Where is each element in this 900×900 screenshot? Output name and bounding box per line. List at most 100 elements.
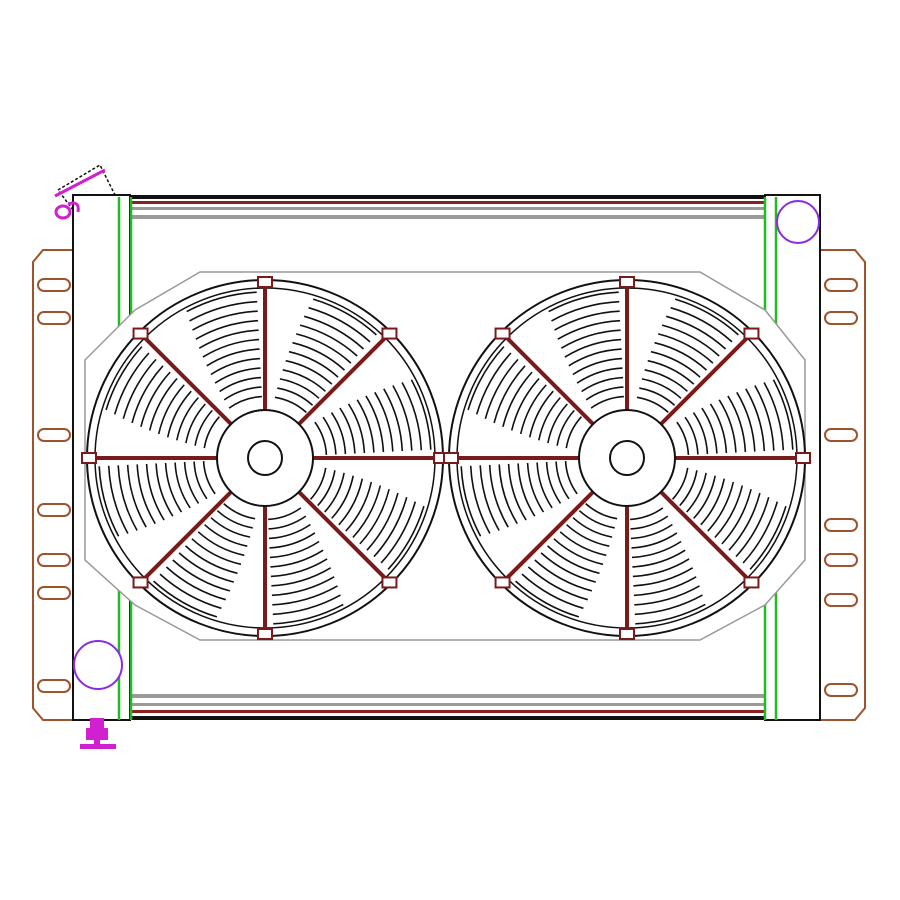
fan-mount-tab	[132, 576, 149, 589]
fan-blade-arc	[359, 489, 390, 545]
fan-blade-arc	[467, 346, 505, 411]
fan-blade-arc	[528, 390, 554, 438]
fan-blade-arc	[153, 580, 218, 618]
fan-blade-arc	[308, 306, 371, 343]
fan-blade-arc	[268, 507, 302, 521]
fan-blade-arc	[184, 545, 238, 575]
fan-blade-arc	[191, 538, 242, 566]
fan-blade-arc	[195, 319, 259, 340]
fan-blade-arc	[219, 376, 262, 393]
fan-blade-arc	[270, 558, 328, 578]
fan-blade-arc	[159, 573, 222, 610]
inlet-port-icon	[776, 200, 820, 244]
fan-blade-arc	[559, 531, 607, 557]
fan-blade-arc	[672, 467, 689, 500]
fan-blade-arc	[556, 409, 575, 446]
fan-blade-arc	[345, 481, 373, 532]
fan-motor-shaft	[247, 440, 283, 476]
fan-blade-arc	[347, 403, 366, 454]
fan-blade-arc	[204, 524, 248, 547]
bracket-slot	[824, 553, 858, 567]
fan-blade-arc	[568, 348, 622, 367]
fan-spoke	[297, 490, 391, 584]
fan-mount-tab	[381, 576, 398, 589]
fan-blade-arc	[633, 576, 697, 597]
fan-blade-arc	[324, 472, 345, 513]
fan-blade-arc	[557, 319, 621, 340]
fan-spoke	[501, 332, 595, 426]
fan-blade-arc	[216, 510, 253, 529]
fan-blade-arc	[401, 382, 423, 451]
seal-lines	[117, 197, 778, 720]
fan-blade-arc	[545, 461, 562, 504]
fan-mount-tab	[743, 576, 760, 589]
fan-blade-arc	[164, 462, 183, 513]
fan-blade-arc	[202, 461, 216, 495]
fan-blade-arc	[210, 357, 261, 376]
fan-blade-arc	[632, 558, 690, 578]
fan-blade-arc	[117, 465, 138, 531]
fan-mount-tab	[619, 628, 635, 640]
fan-blade-arc	[131, 365, 164, 424]
fan-blade-arc	[510, 377, 540, 431]
fan-blade-arc	[475, 352, 512, 415]
fan-blade-arc	[493, 365, 526, 424]
fan-blade-arc	[661, 324, 720, 357]
fan-blade-arc	[521, 573, 584, 610]
fan-blade-arc	[772, 379, 794, 450]
fan-blade-arc	[555, 461, 570, 500]
fan-blade-arc	[214, 367, 261, 384]
fan-blade-arc	[277, 387, 314, 406]
drain-petcock-icon	[80, 718, 116, 749]
fan-blade-arc	[165, 566, 227, 601]
fan-blade-arc	[203, 416, 220, 449]
fan-blade-arc	[635, 603, 706, 625]
fan-blade-arc	[630, 523, 673, 540]
fan-blade-arc	[373, 496, 408, 558]
fan-spoke	[297, 332, 391, 426]
left-mount-bracket	[32, 249, 73, 721]
fan-blade-arc	[155, 463, 174, 517]
fan-blade-arc	[282, 369, 326, 392]
fan-spoke	[139, 332, 233, 426]
fan-blade-arc	[387, 505, 425, 570]
radiator-cap-icon	[54, 163, 116, 220]
fan-blade-arc	[469, 465, 491, 534]
fan-blade-arc	[338, 478, 364, 526]
fan-blade-arc	[714, 485, 744, 539]
fan-blade-arc	[572, 357, 623, 376]
fan-blade-arc	[303, 315, 365, 350]
fan-spoke	[659, 490, 753, 584]
right-mount-bracket	[820, 249, 866, 721]
fan-blade-arc	[709, 403, 728, 454]
fan-blade-arc	[693, 475, 716, 519]
fan-blade-arc	[356, 399, 375, 453]
bracket-slot	[824, 428, 858, 442]
fan-blade-arc	[223, 503, 256, 520]
fan-spoke	[659, 332, 753, 426]
fan-mount-tab	[81, 452, 97, 464]
core-bottom-bar	[130, 694, 765, 720]
fan-blade-arc	[269, 532, 316, 549]
fan-blade-arc	[330, 412, 347, 455]
fan-blade-arc	[172, 559, 231, 592]
fan-mount-tab	[257, 628, 273, 640]
fan-blade-arc	[553, 538, 604, 566]
fan-blade-arc	[126, 464, 147, 528]
bracket-slot	[37, 553, 71, 567]
fan-blade-arc	[665, 315, 727, 350]
bracket-slot	[37, 503, 71, 517]
fan-blade-arc	[176, 397, 199, 441]
fan-blade-arc	[365, 395, 385, 453]
fan-blade-arc	[271, 576, 335, 597]
fan-blade-arc	[192, 310, 258, 331]
fan-blade-arc	[745, 388, 766, 452]
fan-blade-arc	[634, 594, 703, 616]
fan-blade-arc	[194, 409, 213, 446]
fan-blade-arc	[578, 510, 615, 529]
fan-blade-arc	[105, 346, 143, 411]
fan-blade-arc	[268, 515, 307, 530]
bracket-slot	[37, 278, 71, 292]
fan-blade-arc	[314, 421, 328, 455]
fan-blade-arc	[590, 395, 624, 409]
